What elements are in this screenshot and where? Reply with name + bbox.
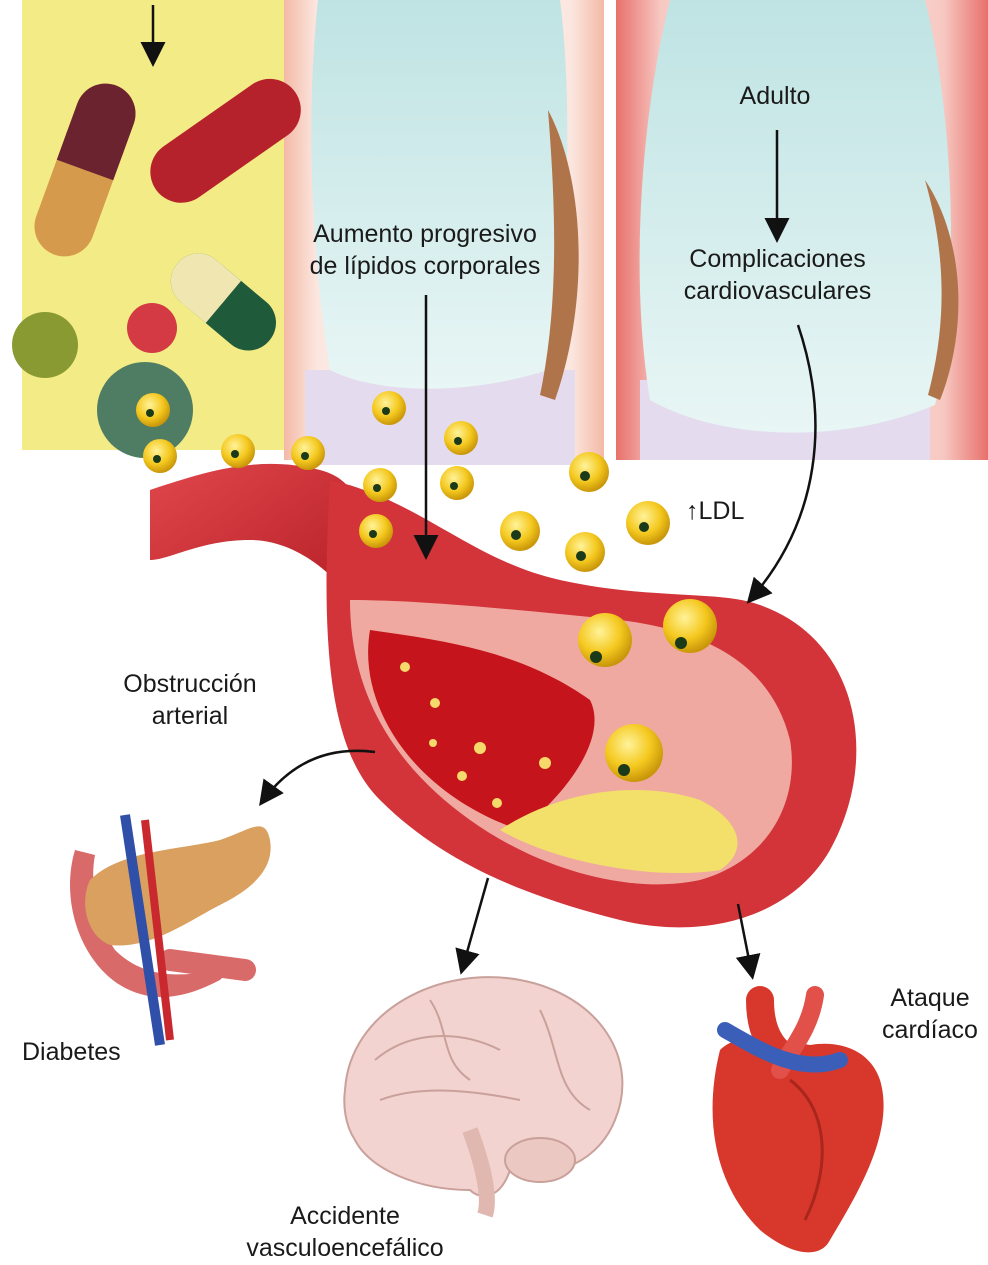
label-diabetes: Diabetes (22, 1036, 121, 1068)
label-line: Diabetes (22, 1036, 121, 1068)
lipid-particle (363, 468, 397, 502)
label-line: Accidente (230, 1200, 460, 1232)
lipid-particle (569, 452, 609, 492)
label-line: arterial (105, 700, 275, 732)
label-heart-attack: Ataque cardíaco (875, 982, 985, 1046)
label-line: Adulto (725, 80, 825, 112)
lipid-particle (578, 613, 632, 667)
label-arterial-obstruction: Obstrucción arterial (105, 668, 275, 732)
heart-illustration (713, 995, 884, 1252)
label-line: cardíaco (875, 1014, 985, 1046)
label-stroke: Accidente vasculoencefálico (230, 1200, 460, 1264)
lipid-particle (221, 434, 255, 468)
pancreas-illustration (70, 815, 271, 1045)
label-line: cardiovasculares (670, 275, 885, 307)
lipid-particle (444, 421, 478, 455)
label-line: vasculoencefálico (230, 1232, 460, 1264)
lipid-particle (136, 393, 170, 427)
label-adult: Adulto (725, 80, 825, 112)
abdomen-illustration (640, 0, 959, 460)
label-ldl: ↑LDL (686, 495, 744, 527)
lipid-particle (440, 466, 474, 500)
label-line: Ataque (875, 982, 985, 1014)
lipid-particle (143, 439, 177, 473)
arrow-to-brain (462, 878, 488, 970)
label-lipid-increase: Aumento progresivo de lípidos corporales (300, 218, 550, 282)
lipid-particle (565, 532, 605, 572)
lipid-particle (359, 514, 393, 548)
lipid-particle (626, 501, 670, 545)
label-cardiovascular-complications: Complicaciones cardiovasculares (670, 243, 885, 307)
label-line: de lípidos corporales (300, 250, 550, 282)
lipid-particle (291, 436, 325, 470)
brain-illustration (344, 977, 622, 1215)
lipid-particle (605, 724, 663, 782)
lipid-particle (500, 511, 540, 551)
label-line: Complicaciones (670, 243, 885, 275)
lipid-particle (663, 599, 717, 653)
label-line: Aumento progresivo (300, 218, 550, 250)
label-line: LDL (699, 497, 745, 525)
arrow-up-icon: ↑ (686, 497, 699, 525)
lipid-particle (372, 391, 406, 425)
label-line: Obstrucción (105, 668, 275, 700)
